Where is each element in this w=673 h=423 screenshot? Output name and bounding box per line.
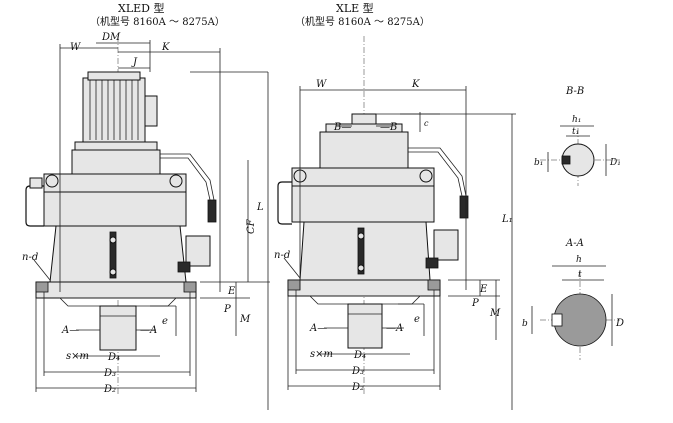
- section-aa: A-A h t b D: [522, 238, 624, 360]
- lift-eye-right-r: [419, 169, 433, 183]
- section-B-end: —B: [380, 122, 397, 133]
- dim-D4-left: D₄: [107, 352, 120, 363]
- dim-e-left: e: [162, 316, 168, 327]
- section-bb-title: B-B: [565, 86, 584, 97]
- right-oil-line-r: [408, 147, 467, 197]
- dim-nd-right: n-d: [274, 250, 290, 261]
- upper-housing-right: [319, 131, 409, 169]
- dim-D: D: [615, 318, 624, 329]
- dim-P-right: P: [471, 298, 479, 309]
- keyway-aa: [551, 313, 563, 327]
- section-A-right-end: —A: [386, 323, 403, 334]
- lift-eye-right: [169, 174, 183, 188]
- dim-t1: t₁: [572, 127, 579, 137]
- lift-eye-left: [45, 174, 59, 188]
- dim-W-left: W: [70, 42, 81, 53]
- dim-D2-right: D₂: [351, 382, 364, 393]
- base-plate-r: [287, 279, 441, 297]
- left-pipe-fitting: [29, 177, 43, 189]
- dim-M-right: M: [489, 308, 501, 319]
- dim-K-left: K: [161, 42, 170, 53]
- dim-t: t: [578, 270, 582, 280]
- lower-housing-right: [299, 221, 431, 281]
- section-bb: B-B h₁ t₁ b₁ D₁: [534, 86, 621, 186]
- dim-b1: b₁: [534, 158, 543, 168]
- dim-D4-right: D₄: [353, 350, 366, 361]
- dim-D1: D₁: [609, 158, 621, 168]
- dim-c-right: c: [424, 119, 429, 128]
- section-aa-title: A-A: [565, 238, 584, 249]
- oil-filter: [207, 199, 217, 223]
- dim-D2-left: D₂: [103, 384, 116, 395]
- motor-terminal-box: [144, 95, 158, 127]
- motor-top-cap: [87, 71, 141, 81]
- dim-J-left: J: [131, 57, 138, 68]
- housing-flange: [43, 173, 187, 193]
- dim-L1-right: L₁: [501, 214, 513, 225]
- input-shaft: [351, 113, 377, 125]
- upper-housing: [71, 149, 161, 175]
- left-oil-pipe-r: [277, 181, 292, 225]
- dim-h1: h₁: [572, 115, 581, 125]
- oil-pump-r: [433, 229, 459, 261]
- housing-flange-right: [291, 167, 435, 187]
- oil-gauge: [109, 231, 117, 279]
- xled-view: W DM K J L CF E P M e n-d A— —A s×m D₄ D…: [22, 32, 270, 410]
- mid-housing: [43, 191, 187, 227]
- section-B-start: B—: [333, 122, 351, 133]
- dim-W-right: W: [316, 79, 327, 90]
- dim-K-right: K: [411, 79, 420, 90]
- dim-h: h: [576, 255, 582, 265]
- dim-e-right: e: [414, 314, 420, 325]
- dim-D3-left: D₃: [103, 368, 116, 379]
- dim-nd-left: n-d: [22, 252, 38, 263]
- motor-fins: [89, 80, 139, 140]
- left-oil-pipe: [25, 185, 44, 227]
- motor-flange: [74, 141, 158, 151]
- right-oil-line: [160, 153, 215, 201]
- dim-E-right: E: [479, 284, 488, 295]
- xle-view: W K B— —B c L₁ E P M e n-d A— —A s×m D₄ …: [274, 36, 516, 410]
- oil-pump: [185, 235, 211, 267]
- oil-gauge-r: [357, 227, 365, 275]
- dim-sm-right: s×m: [310, 349, 333, 360]
- dim-E-left: E: [227, 286, 236, 297]
- output-shaft: [99, 305, 137, 351]
- section-A-left-end: —A: [140, 325, 157, 336]
- keyway-bb: [561, 155, 571, 165]
- left-subtitle: （机型号 8160A ～ 8275A）: [90, 15, 225, 28]
- oil-filter-r: [459, 195, 469, 219]
- dim-CF-left: CF: [246, 218, 257, 234]
- dim-D3-right: D₃: [351, 366, 364, 377]
- dim-M-left: M: [239, 314, 251, 325]
- section-A-right-start: A—: [309, 323, 327, 334]
- right-subtitle: （机型号 8160A ～ 8275A）: [295, 15, 430, 28]
- output-shaft-r: [347, 303, 383, 349]
- left-title: XLED 型: [118, 1, 164, 15]
- section-A-left-start: A—: [61, 325, 79, 336]
- dim-b: b: [522, 319, 528, 329]
- dim-DM-left: DM: [101, 32, 121, 43]
- lower-housing: [49, 225, 187, 283]
- dim-L-left: L: [256, 202, 264, 213]
- dim-sm-left: s×m: [66, 351, 89, 362]
- dim-P-left: P: [223, 304, 231, 315]
- mid-housing-right: [291, 185, 435, 223]
- right-title: XLE 型: [336, 1, 374, 15]
